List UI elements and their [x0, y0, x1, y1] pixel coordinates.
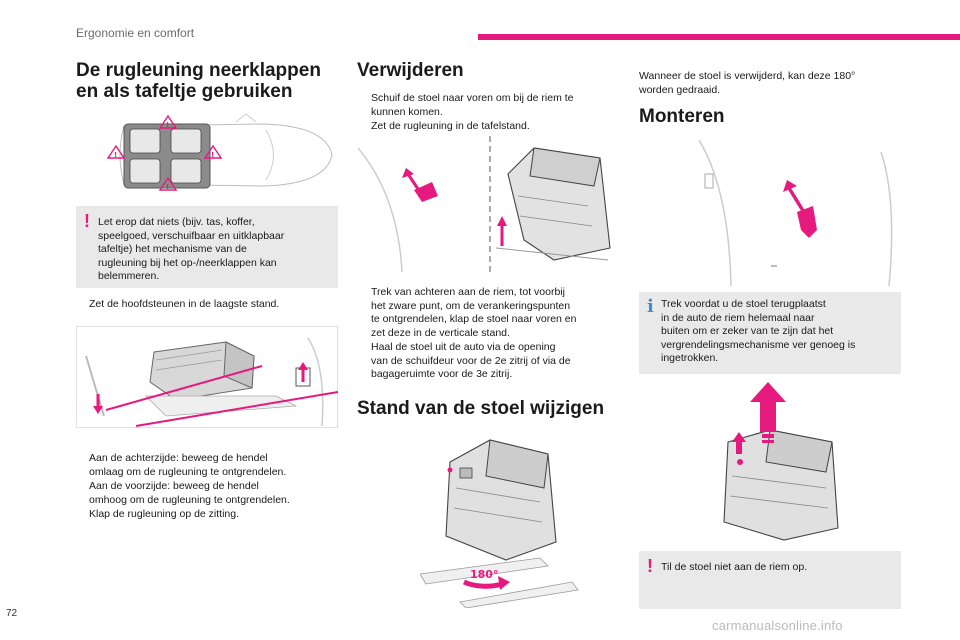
svg-text:!: !	[114, 151, 117, 159]
warning-line: speelgoed, verschuifbaar en uitklapbaar	[98, 229, 285, 242]
page-number: 72	[6, 608, 18, 619]
info-line: buiten om er zeker van te zijn dat het	[661, 325, 834, 337]
steps-remove-bottom: Trek van achteren aan de riem, tot voorb…	[358, 286, 624, 383]
title-remove: Verwijderen	[357, 60, 464, 81]
svg-text:!: !	[166, 183, 169, 191]
title-fold-backrest: De rugleuning neerklappen en als tafeltj…	[76, 60, 321, 102]
watermark: carmanualsonline.info	[712, 618, 843, 633]
info-line: vergrendelingsmechanisme ver genoeg is	[661, 338, 856, 351]
title-install: Monteren	[639, 106, 725, 127]
warning-note-obstruction: ! Let erop dat niets (bijv. tas, koffer,…	[76, 206, 338, 288]
step-item: Klap de rugleuning op de zitting.	[89, 508, 240, 520]
figure-seat-rotation: 180°	[420, 432, 580, 608]
step-item: Schuif de stoel naar voren om bij de rie…	[371, 92, 574, 118]
step-item: Haal de stoel uit de auto via de opening…	[371, 341, 571, 380]
figure-seat-layout: !!!!	[76, 112, 338, 198]
svg-text:!: !	[166, 121, 169, 129]
warning-line: tafeltje) het mechanisme van de	[98, 243, 247, 255]
figure-strap-pull	[639, 140, 901, 286]
step-item: Zet de rugleuning in de tafelstand.	[371, 120, 530, 132]
warning-icon: !	[84, 211, 90, 231]
warning-text: Til de stoel niet aan de riem op.	[661, 561, 808, 573]
intro-rotation: Wanneer de stoel is verwijderd, kan deze…	[639, 70, 856, 96]
warning-line: belemmeren.	[98, 270, 160, 282]
step-item: Trek van achteren aan de riem, tot voorb…	[371, 286, 577, 339]
title-change-seat-position: Stand van de stoel wijzigen	[357, 398, 605, 419]
info-icon: i	[647, 296, 654, 317]
title-line-2: en als tafeltje gebruiken	[76, 81, 293, 102]
info-line: in de auto de riem helemaal naar	[661, 311, 815, 324]
warning-icon: !	[647, 556, 653, 576]
rotation-label: 180°	[470, 568, 498, 581]
figure-seat-levers	[76, 326, 338, 428]
figure-seat-lift	[700, 382, 860, 542]
step-headrest: Zet de hoofdsteunen in de laagste stand.	[89, 298, 280, 310]
warning-note-lift: ! Til de stoel niet aan de riem op.	[639, 551, 901, 609]
info-line: ingetrokken.	[661, 352, 719, 364]
figure-seat-table-mode	[358, 136, 620, 272]
title-line-1: De rugleuning neerklappen	[76, 60, 321, 81]
section-label: Ergonomie en comfort	[76, 26, 195, 40]
warning-line: rugleuning bij het op-/neerklappen kan	[98, 256, 277, 269]
svg-text:!: !	[211, 151, 214, 159]
warning-line: Let erop dat niets (bijv. tas, koffer,	[98, 216, 255, 228]
steps-remove-top: Schuif de stoel naar voren om bij de rie…	[358, 92, 620, 135]
header-accent-bar	[478, 34, 960, 40]
info-line: Trek voordat u de stoel terugplaatst	[661, 298, 826, 310]
info-note-strap: i Trek voordat u de stoel terugplaatst i…	[639, 292, 901, 374]
